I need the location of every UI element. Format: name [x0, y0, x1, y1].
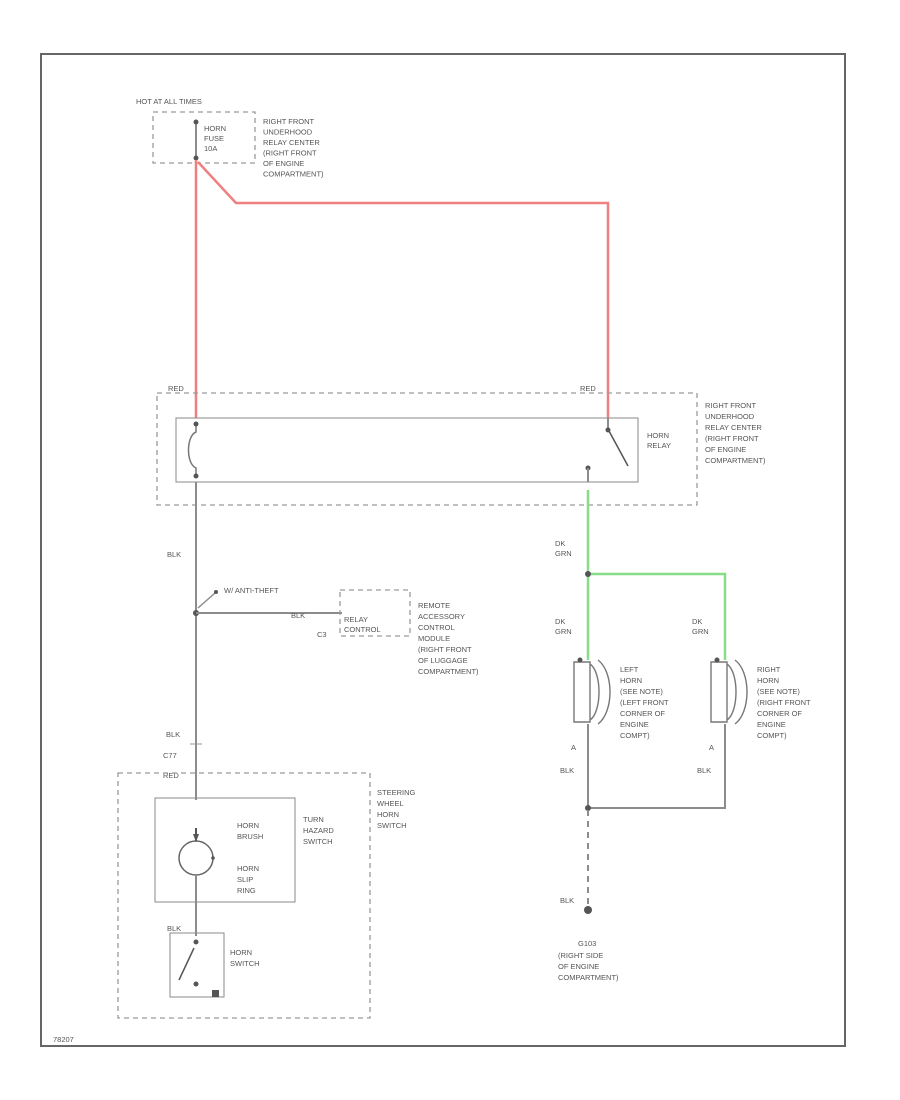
ground-point-icon	[584, 906, 592, 914]
hot-at-all-times-label: HOT AT ALL TIMES	[136, 97, 202, 106]
ground-name-label: G103	[578, 939, 596, 948]
anti-theft-label: W/ ANTI-THEFT	[224, 586, 279, 595]
figure-id-label: 78207	[53, 1035, 74, 1044]
red-left-label: RED	[168, 384, 184, 393]
diagram-frame	[40, 53, 846, 1047]
red-right-label: RED	[580, 384, 596, 393]
relay-switch-arm-icon	[608, 430, 629, 467]
blk-lower-label: BLK	[166, 730, 180, 739]
anti-theft-branch	[197, 592, 216, 609]
left-horn-icon	[573, 659, 611, 725]
blk-side-label: BLK	[291, 611, 305, 620]
right-horn-icon	[710, 659, 748, 725]
c3-label: C3	[317, 630, 327, 639]
blk-upper-label: BLK	[167, 550, 181, 559]
blk-ground-label: BLK	[560, 896, 574, 905]
blk-horn-left-label: BLK	[560, 766, 574, 775]
pin-a-left-label: A	[571, 743, 576, 752]
horn-slip-ring-icon	[178, 840, 214, 876]
blk-horn-right-label: BLK	[697, 766, 711, 775]
red-lower-label: RED	[163, 771, 179, 780]
relay-coil-icon	[187, 424, 197, 476]
horn-switch-arm-icon	[178, 947, 195, 981]
red-wire-right	[197, 161, 610, 418]
pin-a-right-label: A	[709, 743, 714, 752]
c-lower-label: C77	[163, 751, 177, 760]
blk-switch-label: BLK	[167, 924, 181, 933]
dk-grn-wire-right	[588, 572, 727, 660]
